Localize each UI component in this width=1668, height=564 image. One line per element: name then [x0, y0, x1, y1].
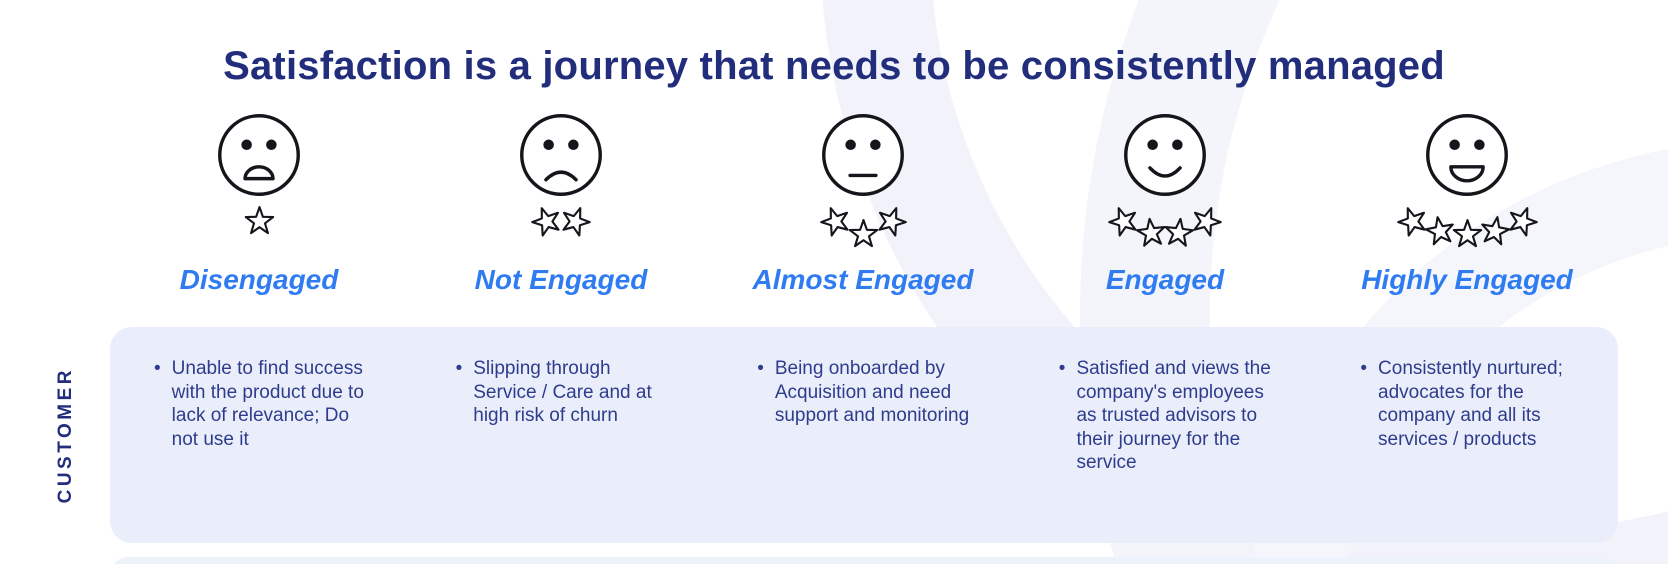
customer-axis-label-wrap: CUSTOMER: [44, 327, 88, 543]
stage-label: Engaged: [1105, 264, 1225, 295]
description-highly-engaged: • Consistently nurtured; advocates for th…: [1316, 327, 1618, 451]
stage-disengaged: Disengaged: [108, 112, 410, 296]
star-icon: [848, 219, 879, 255]
description-not-engaged: • Slipping through Service / Care and at …: [412, 327, 714, 428]
bullet-text: Slipping through Service / Care and at h…: [473, 358, 652, 427]
stage-label: Not Engaged: [474, 264, 648, 295]
star-icon: [1134, 216, 1169, 255]
star-icon: [554, 202, 595, 246]
bullet-text: Unable to find success with the product …: [171, 358, 364, 450]
star-icon: [1392, 202, 1433, 246]
star-rating-3: [819, 206, 907, 262]
stage-highly-engaged: Highly Engaged: [1316, 112, 1618, 296]
star-icon: [1161, 216, 1196, 255]
bullet-text: Being onboarded by Acquisition and need …: [774, 358, 970, 427]
star-rating-1: [244, 206, 275, 262]
star-rating-2: [531, 206, 591, 262]
description-engaged: • Satisfied and views the company's emplo…: [1015, 327, 1317, 475]
stage-label: Almost Engaged: [752, 264, 974, 295]
bullet-marker: •: [154, 358, 161, 379]
neutral-face-icon: [820, 112, 906, 204]
bullet-item: • Satisfied and views the company's emplo…: [1059, 357, 1291, 475]
star-rating-5: [1396, 206, 1538, 262]
star-icon: [244, 206, 275, 242]
description-almost-engaged: • Being onboarded by Acquisition and need…: [713, 327, 1015, 428]
star-icon: [815, 202, 856, 246]
smiling-face-icon: [1122, 112, 1208, 204]
frowning-face-icon: [518, 112, 604, 204]
star-icon: [869, 202, 910, 246]
customer-description-panel: • Unable to find success with the product…: [110, 327, 1618, 543]
sad-open-mouth-face-icon: [216, 112, 302, 204]
star-icon: [527, 202, 568, 246]
stage-almost-engaged: Almost Engaged: [712, 112, 1014, 296]
bullet-text: Satisfied and views the company's employ…: [1076, 358, 1271, 474]
stage-label: Disengaged: [179, 264, 339, 295]
description-disengaged: • Unable to find success with the product…: [110, 327, 412, 451]
stage-not-engaged: Not Engaged: [410, 112, 712, 296]
star-icon: [1185, 202, 1226, 246]
bullet-marker: •: [455, 358, 463, 379]
bullet-item: • Unable to find success with the product…: [154, 357, 386, 451]
grinning-face-icon: [1424, 112, 1510, 204]
stage-engaged: Engaged: [1014, 112, 1316, 296]
star-icon: [1422, 213, 1459, 254]
stage-row: Disengaged Not Engaged Almost Engaged En…: [108, 112, 1618, 296]
bullet-marker: •: [1360, 358, 1368, 379]
bullet-text: Consistently nurtured; advocates for the…: [1378, 358, 1563, 450]
stage-label: Highly Engaged: [1361, 264, 1573, 295]
star-icon: [1500, 202, 1541, 246]
bullet-item: • Slipping through Service / Care and at …: [456, 357, 688, 428]
customer-axis-label: CUSTOMER: [55, 366, 76, 504]
bullet-item: • Being onboarded by Acquisition and need…: [757, 357, 989, 428]
star-icon: [1476, 213, 1513, 254]
bullet-marker: •: [1058, 358, 1066, 379]
star-rating-4: [1108, 206, 1222, 262]
bullet-item: • Consistently nurtured; advocates for th…: [1360, 357, 1592, 451]
star-icon: [1104, 202, 1145, 246]
page-title: Satisfaction is a journey that needs to …: [223, 44, 1445, 88]
bullet-marker: •: [757, 358, 764, 379]
next-row-panel-edge: [110, 557, 1618, 564]
star-icon: [1452, 219, 1483, 255]
